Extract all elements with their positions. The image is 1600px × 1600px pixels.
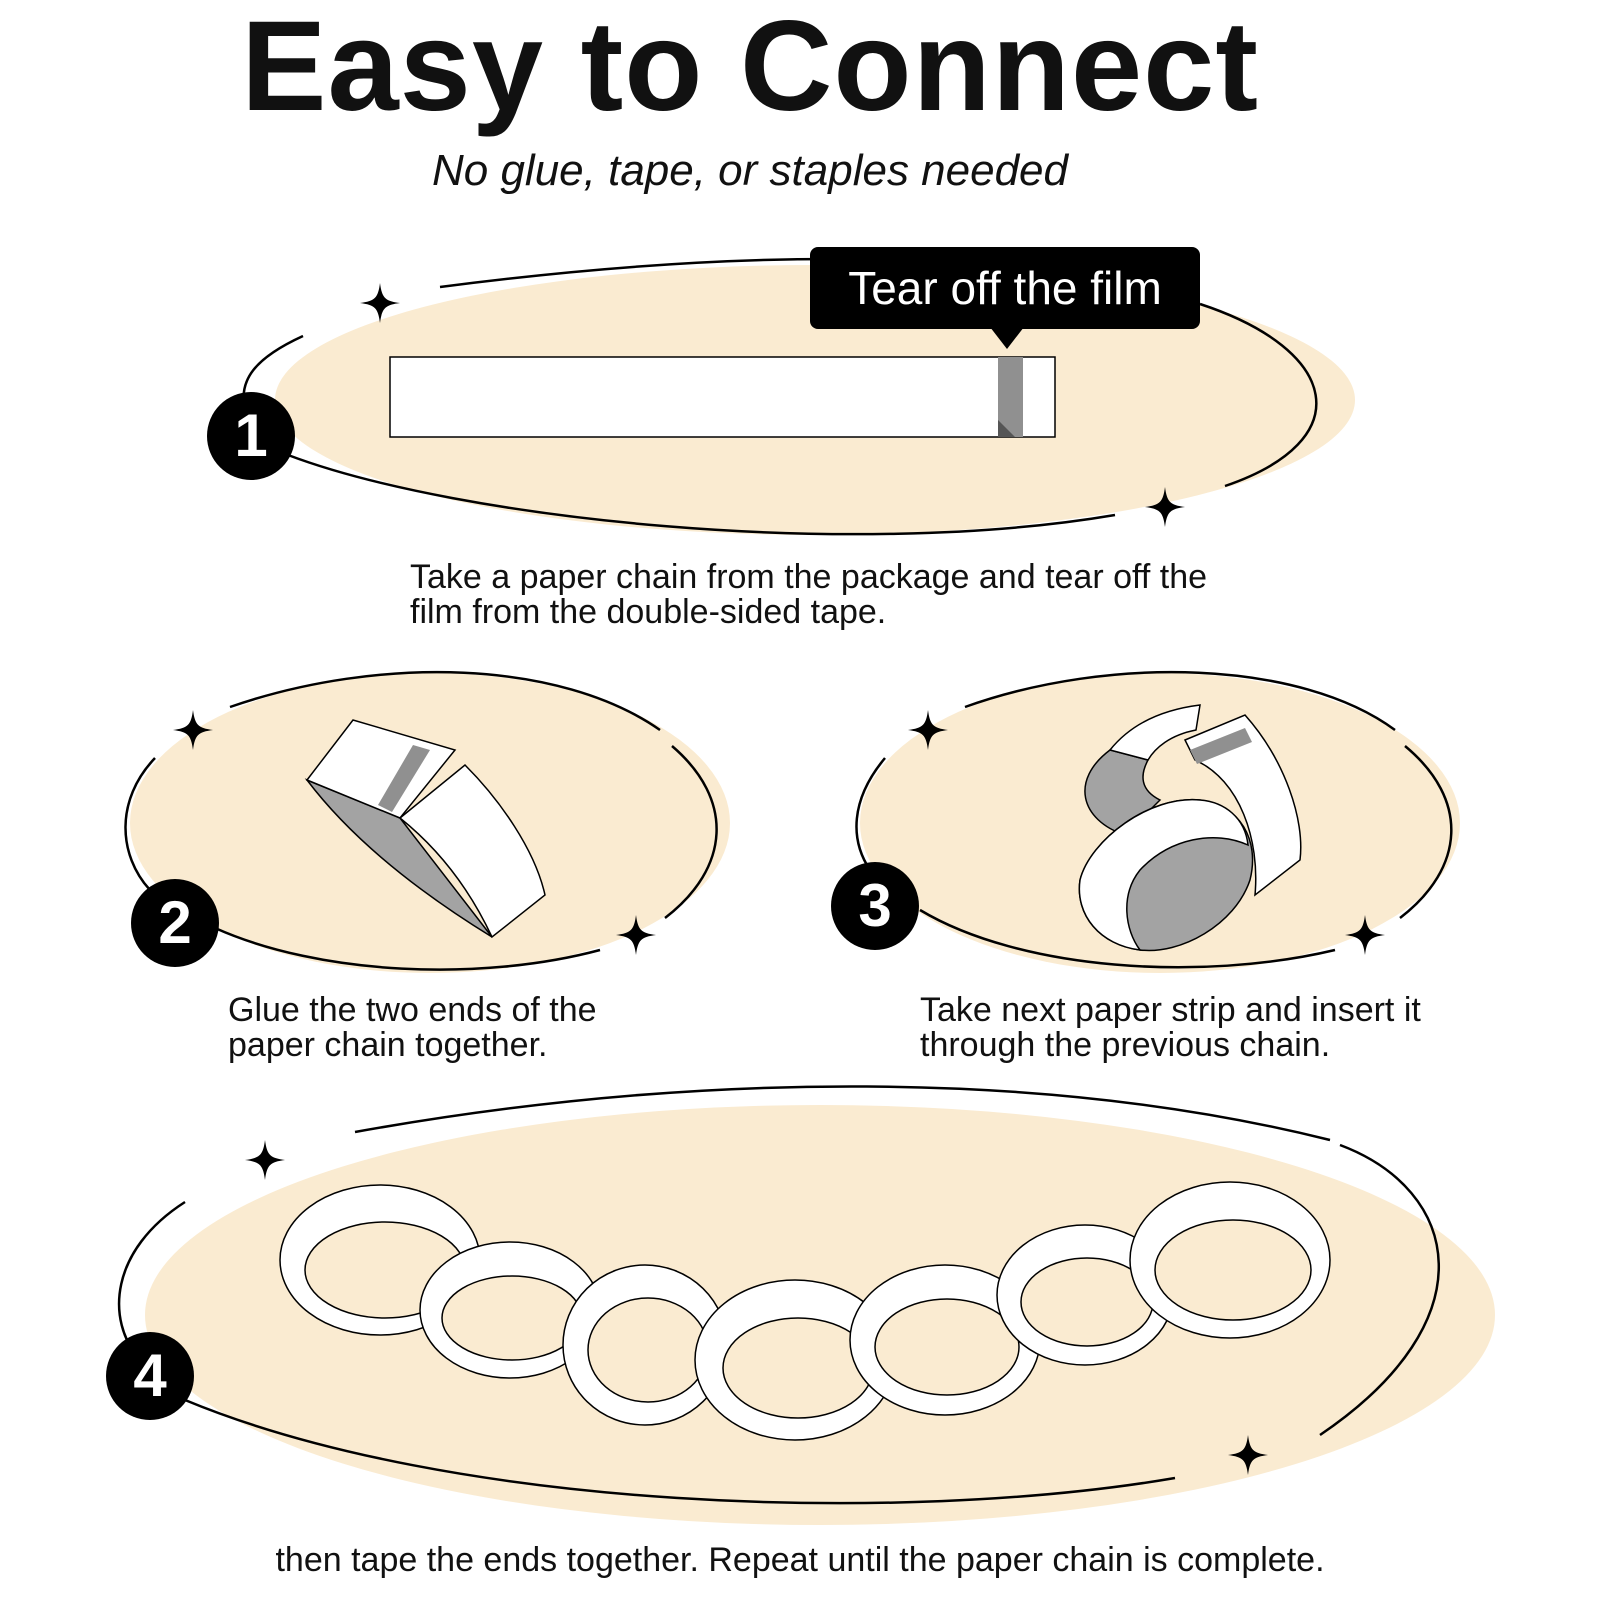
step-2-illustration xyxy=(124,670,730,973)
step-1-illustration xyxy=(242,257,1355,536)
paper-chain xyxy=(279,1181,1331,1441)
sparkle-icon xyxy=(1145,487,1185,527)
paper-loop xyxy=(1078,704,1302,952)
step-4-caption: then tape the ends together. Repeat unti… xyxy=(275,1541,1325,1579)
sparkle-icon xyxy=(360,283,400,323)
page-subtitle: No glue, tape, or staples needed xyxy=(431,146,1068,195)
step-1-caption: Take a paper chain from the package and … xyxy=(410,558,1208,632)
tape-film xyxy=(998,357,1023,437)
tear-film-callout: Tear off the film xyxy=(810,247,1200,349)
sparkle-icon xyxy=(173,710,213,750)
sparkle-icon xyxy=(1345,915,1385,955)
step-3-illustration xyxy=(855,670,1460,973)
step-2-caption: Glue the two ends of the paper chain tog… xyxy=(228,991,597,1065)
sparkle-icon xyxy=(908,710,948,750)
step-4-badge: 4 xyxy=(106,1332,194,1420)
step-4-illustration xyxy=(117,1085,1495,1525)
paper-strip xyxy=(389,356,1056,438)
sparkle-icon xyxy=(245,1140,285,1180)
page-title: Easy to Connect xyxy=(241,0,1259,138)
step-3-badge: 3 xyxy=(831,862,919,950)
sparkle-icon xyxy=(1228,1435,1268,1475)
paper-loop xyxy=(304,719,546,939)
step-3-caption: Take next paper strip and insert it thro… xyxy=(920,991,1421,1065)
step-1-badge: 1 xyxy=(207,392,295,480)
sparkle-icon xyxy=(616,915,656,955)
step-2-badge: 2 xyxy=(131,879,219,967)
